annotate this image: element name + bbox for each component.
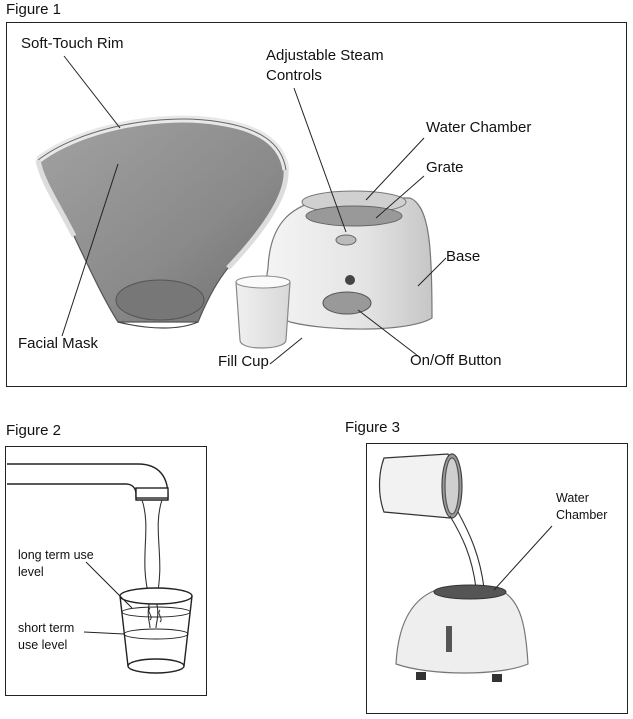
- fig2-fill-cup: [119, 587, 193, 674]
- label-on-off-button: On/Off Button: [410, 352, 502, 369]
- figure-2-leader-lines: [83, 561, 133, 635]
- label-steam-controls-line1: Adjustable Steam: [266, 47, 384, 64]
- figure-3-leader-lines: [493, 525, 553, 591]
- figure-2-title: Figure 2: [6, 422, 62, 439]
- label-grate: Grate: [426, 159, 464, 176]
- label-water-chamber: Water Chamber: [426, 119, 532, 136]
- facial-mask: [35, 115, 290, 329]
- figure-1-title: Figure 1: [6, 1, 62, 18]
- label-water-chamber-line1: Water: [556, 491, 589, 505]
- figure-2-frame: [5, 446, 207, 696]
- figure-3-title: Figure 3: [345, 419, 401, 436]
- label-water-chamber-line2: Chamber: [556, 508, 608, 522]
- base-unit: [265, 190, 433, 330]
- label-fill-cup: Fill Cup: [218, 353, 269, 370]
- label-steam-controls-line2: Controls: [266, 67, 322, 84]
- pouring-cup: [378, 453, 463, 519]
- label-short-term-line1: short term: [18, 621, 75, 635]
- fill-cup: [235, 275, 291, 349]
- label-facial-mask: Facial Mask: [18, 335, 99, 352]
- label-long-term-line1: long term use: [18, 548, 94, 562]
- label-base: Base: [446, 248, 481, 265]
- label-long-term-line2: level: [18, 565, 44, 579]
- figure-1-leader-lines: [61, 55, 447, 365]
- faucet: [7, 463, 169, 501]
- fig3-water-stream: [449, 511, 485, 589]
- label-short-term-line2: use level: [18, 638, 68, 652]
- label-soft-touch-rim: Soft-Touch Rim: [21, 35, 124, 52]
- fig3-base-unit: [395, 584, 529, 682]
